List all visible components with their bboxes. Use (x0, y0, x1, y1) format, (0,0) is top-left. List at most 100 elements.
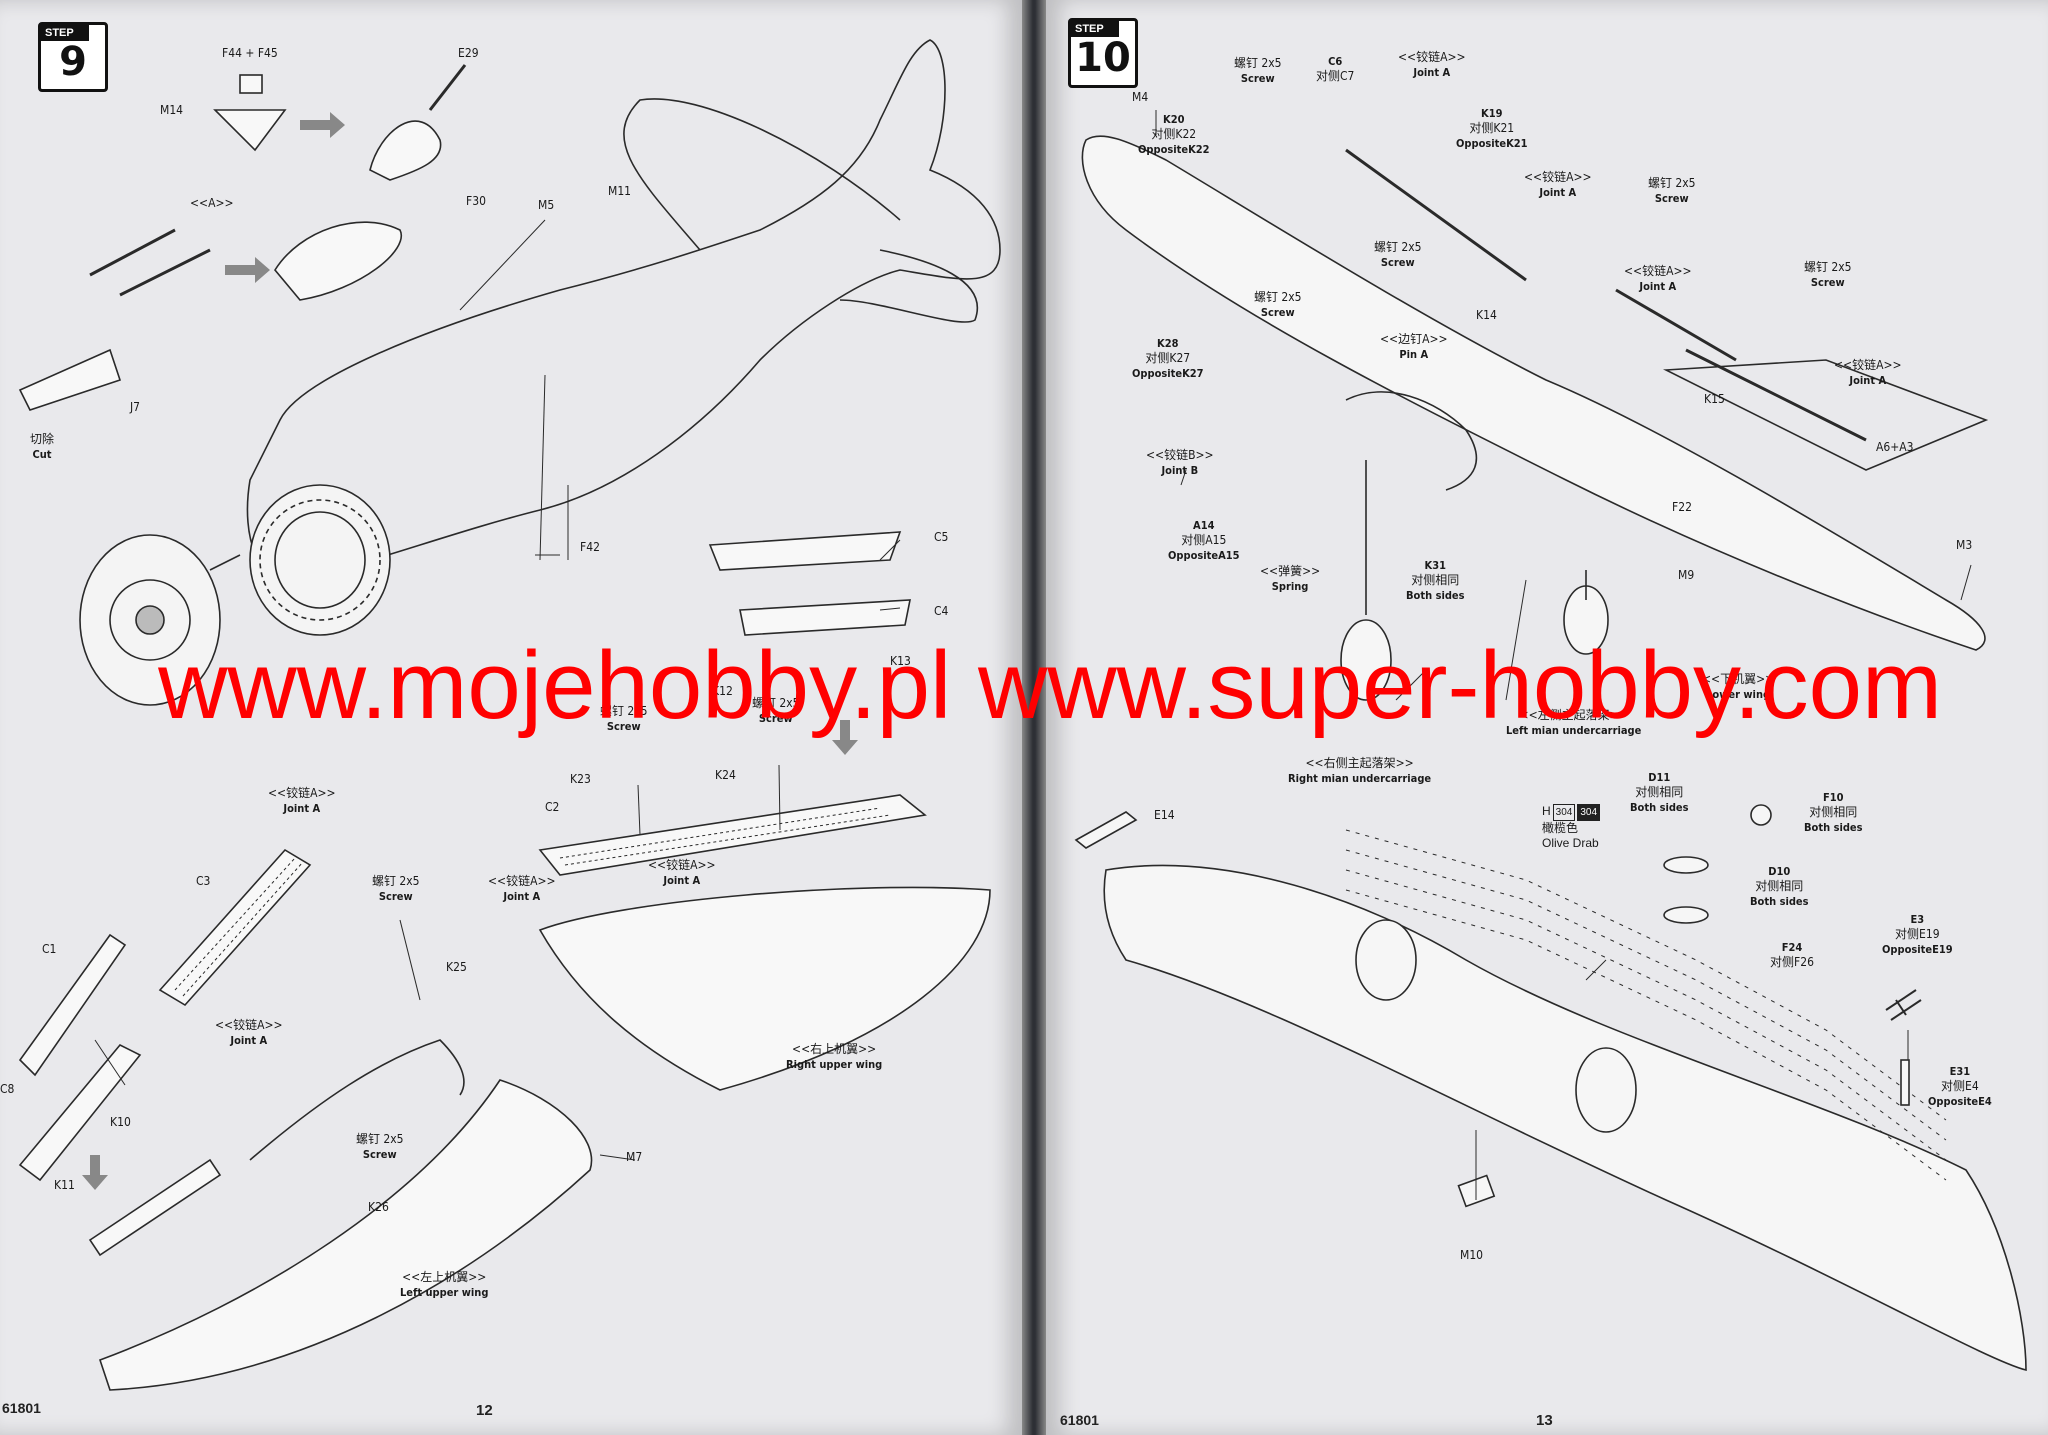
fuselage-outline (246, 39, 1001, 583)
paint-code-1: 304 (1552, 804, 1576, 821)
flap-c2 (538, 794, 927, 876)
left-upper-wing (98, 1079, 593, 1391)
part-d11 (1663, 856, 1709, 874)
lower-wing-upper (1081, 135, 1986, 651)
label-k13: K13 (890, 654, 911, 668)
label-joint-a3: <<铰链A>>Joint A (268, 786, 336, 815)
label-k11: K11 (54, 1178, 75, 1192)
flap-c4 (739, 599, 911, 636)
lower-wing-underside (1103, 864, 2027, 1372)
label-k25: K25 (446, 960, 467, 974)
step-badge: STEP 10 (1068, 18, 1138, 88)
label-f44f45: F44 + F45 (222, 46, 278, 60)
engine-cowling (249, 484, 391, 636)
label-joint-a4: <<铰链A>>Joint A (1834, 358, 1902, 387)
label-k12: K12 (712, 684, 733, 698)
part-e29 (428, 64, 467, 111)
part-m14 (213, 109, 287, 152)
label-joint-a-top: <<铰链A>>Joint A (1398, 50, 1466, 79)
right-upper-wing (538, 886, 991, 1091)
engine-cylinders (259, 499, 381, 621)
paint-name-en: Olive Drab (1542, 836, 1599, 850)
part-f10 (1750, 804, 1772, 826)
step-number: 9 (59, 39, 87, 85)
label-left-upper-wing: <<左上机翼>>Left upper wing (400, 1270, 489, 1299)
label-k24: K24 (715, 768, 736, 782)
step-tag: STEP (41, 25, 89, 41)
step9-drawing (18, 39, 1001, 1391)
label-e29: E29 (458, 46, 479, 60)
left-page: STEP 9 F44 + F45 E29 M14 <<A>> F30 M5 M1… (0, 0, 1022, 1435)
label-pin-a: <<边钉A>>Pin A (1380, 332, 1448, 361)
label-j7: J7 (130, 400, 141, 414)
label-joint-a4: <<铰链A>>Joint A (215, 1018, 283, 1047)
label-lower-wing: <<下机翼>>Lower wing (1702, 672, 1775, 701)
paint-name-cn: 橄榄色 (1542, 821, 1579, 835)
watermark-text: www.mojehobby.pl www.super-hobby.com (158, 632, 1942, 739)
part-e3 (1885, 989, 1922, 1021)
wing-panel-a6 (1662, 359, 1989, 471)
flap-perforations (1345, 829, 1947, 1181)
label-c5: C5 (934, 530, 949, 544)
label-f30: F30 (466, 194, 486, 208)
label-right-undercarriage: <<右侧主起落架>>Right mian undercarriage (1288, 756, 1432, 785)
wheel-right-spring (1340, 619, 1392, 701)
label-k26: K26 (368, 1200, 389, 1214)
paint-code-2: 304 (1577, 804, 1601, 821)
wheel-under-right (1575, 1047, 1637, 1133)
wheel-under-left (1355, 919, 1417, 1001)
flap-c5 (708, 531, 902, 571)
label-joint-b: <<铰链B>>Joint B (1146, 448, 1214, 477)
label-f42: F42 (580, 540, 600, 554)
kit-code-right: 61801 (1060, 1412, 1099, 1428)
paint-prefix: H (1542, 804, 1551, 818)
step-tag: STEP (1071, 21, 1119, 37)
label-left-undercarriage: <<左侧主起落架>>Left mian undercarriage (1506, 708, 1642, 737)
flap-c1 (18, 933, 127, 1077)
label-joint-a1: <<铰链A>>Joint A (488, 874, 556, 903)
page-number-right: 13 (1536, 1412, 1553, 1429)
step-number: 10 (1075, 35, 1131, 81)
label-k10: K10 (110, 1115, 131, 1129)
label-a6a3: A6+A3 (1876, 440, 1914, 454)
canopy-part (369, 120, 442, 181)
flap-c8 (18, 1044, 142, 1182)
label-joint-a3: <<铰链A>>Joint A (1624, 264, 1692, 293)
label-f22: F22 (1672, 500, 1692, 514)
label-spring: <<弹簧>>Spring (1260, 564, 1321, 593)
hinge-strip-top (1345, 148, 1527, 282)
gunner-parts (18, 348, 122, 411)
engine-cowling-inner (274, 511, 366, 609)
label-m11: M11 (608, 184, 632, 198)
label-e14: E14 (1154, 808, 1175, 822)
label-m10: M10 (1460, 1248, 1484, 1262)
horizontal-tailplane (623, 98, 901, 251)
label-joint-a-top: <<A>> (190, 196, 234, 210)
flap-c3 (158, 848, 312, 1007)
label-right-upper-wing: <<右上机翼>>Right upper wing (786, 1042, 883, 1071)
part-e14 (1074, 811, 1138, 849)
label-m9: M9 (1678, 568, 1695, 582)
flap-c2-holes (559, 807, 891, 866)
part-f44 (239, 74, 263, 94)
wheel-well (1345, 391, 1478, 491)
